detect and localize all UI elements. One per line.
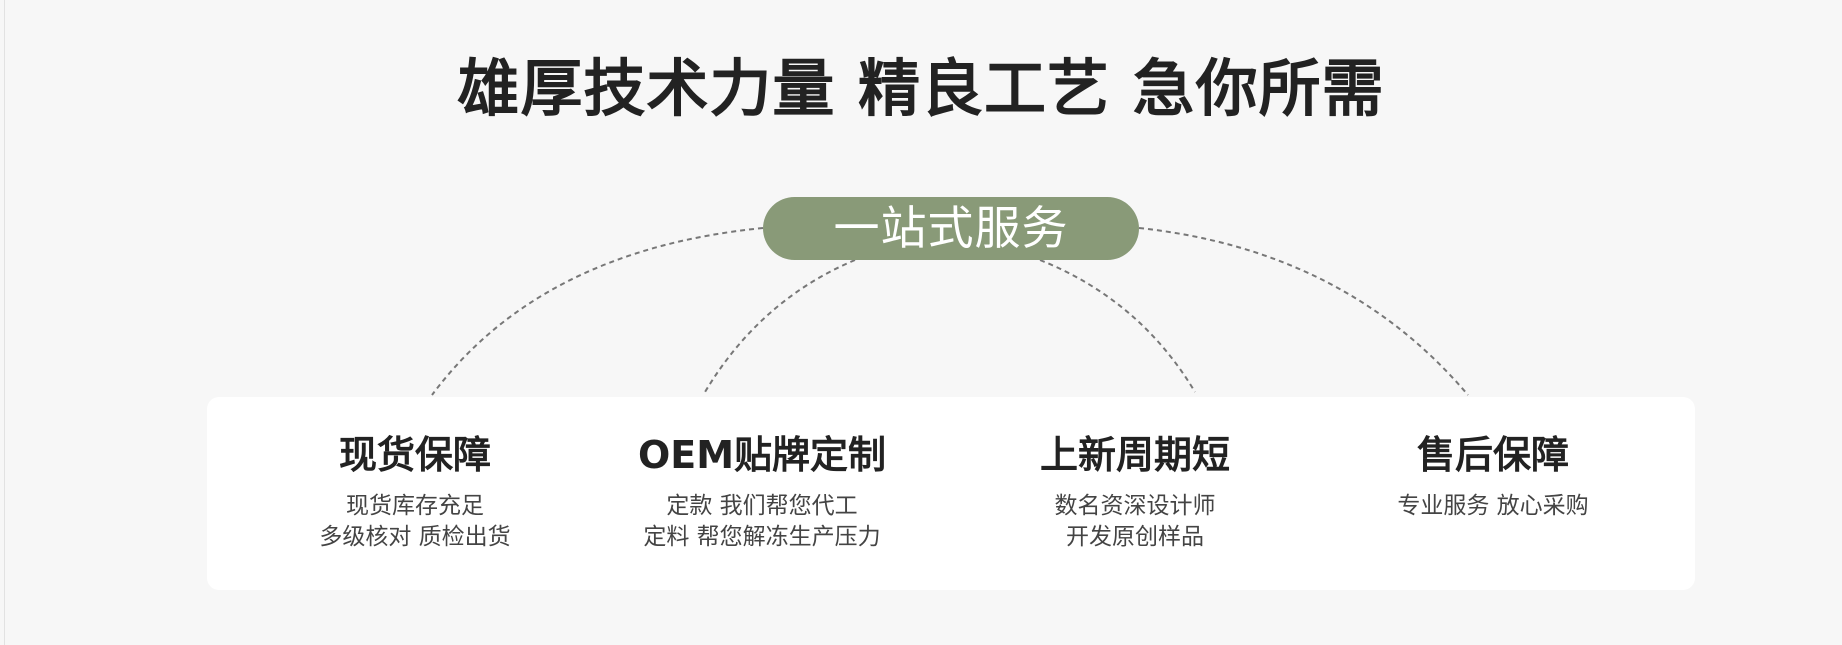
service-desc-line: 多级核对 质检出货 — [319, 524, 511, 550]
service-title: OEM贴牌定制 — [637, 433, 887, 477]
service-stock-guarantee: 现货保障 现货库存充足 多级核对 质检出货 — [229, 429, 601, 553]
services-card: 现货保障 现货库存充足 多级核对 质检出货 OEM贴牌定制 定款 我们帮您代工 … — [207, 397, 1695, 590]
one-stop-service-hub: 一站式服务 — [763, 197, 1139, 260]
service-desc-line: 定料 帮您解冻生产压力 — [643, 524, 881, 550]
arc-inner-left — [704, 259, 856, 393]
service-description: 现货库存充足 多级核对 质检出货 — [229, 491, 601, 553]
service-desc-line: 专业服务 放心采购 — [1397, 493, 1589, 519]
service-desc-line: 开发原创样品 — [1066, 524, 1204, 550]
arc-outer-right — [1138, 227, 1469, 396]
left-edge-divider — [4, 0, 5, 645]
service-oem-customization: OEM贴牌定制 定款 我们帮您代工 定料 帮您解冻生产压力 — [576, 429, 948, 553]
service-description: 专业服务 放心采购 — [1307, 491, 1679, 522]
service-title: 现货保障 — [338, 433, 491, 477]
service-title: 售后保障 — [1416, 433, 1569, 477]
service-after-sales: 售后保障 专业服务 放心采购 — [1307, 429, 1679, 522]
service-description: 定款 我们帮您代工 定料 帮您解冻生产压力 — [576, 491, 948, 553]
service-desc-line: 现货库存充足 — [346, 493, 484, 519]
service-short-new-cycle: 上新周期短 数名资深设计师 开发原创样品 — [949, 429, 1321, 553]
service-title: 上新周期短 — [1039, 433, 1230, 477]
service-description: 数名资深设计师 开发原创样品 — [949, 491, 1321, 553]
arc-outer-left — [431, 227, 764, 396]
arc-inner-right — [1039, 259, 1196, 393]
service-desc-line: 定款 我们帮您代工 — [666, 493, 858, 519]
page-title: 雄厚技术力量 精良工艺 急你所需 — [457, 52, 1385, 125]
service-desc-line: 数名资深设计师 — [1054, 493, 1216, 519]
